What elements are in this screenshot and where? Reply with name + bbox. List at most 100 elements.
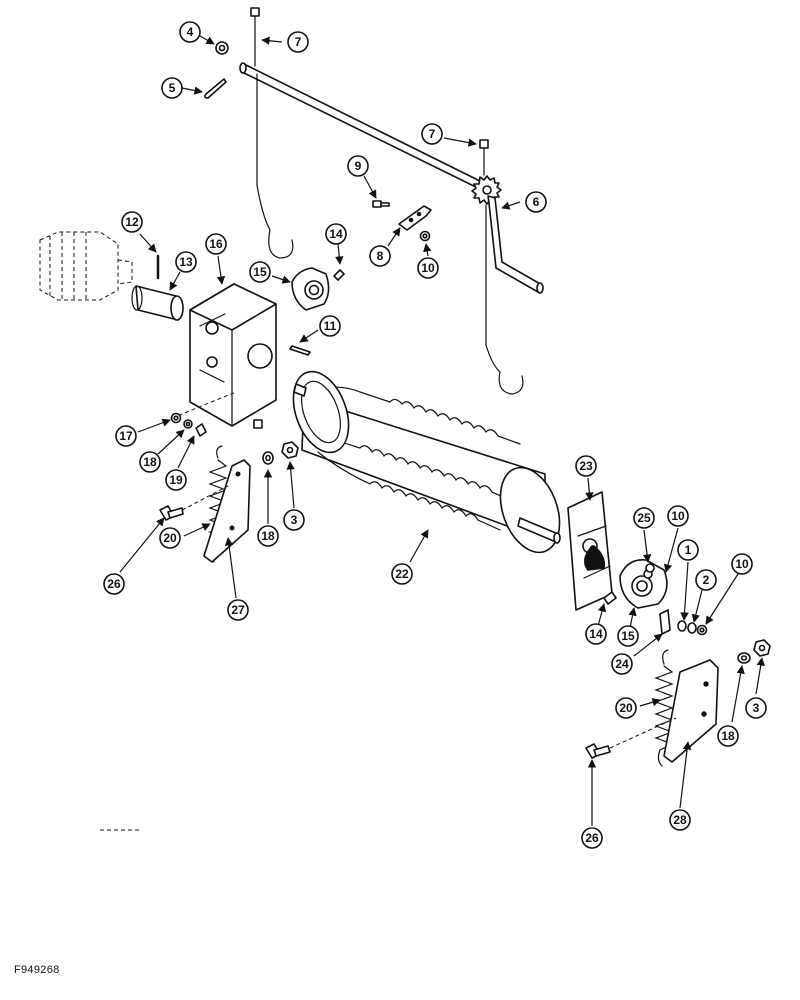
- grease-fitting-14-right: [603, 591, 617, 605]
- bearing-box-16: [189, 283, 277, 429]
- svg-text:3: 3: [291, 513, 298, 527]
- callout-19: 19: [165, 469, 187, 491]
- svg-text:15: 15: [621, 629, 635, 643]
- tension-plate-27: [203, 459, 251, 563]
- svg-text:23: 23: [579, 459, 593, 473]
- svg-text:27: 27: [231, 603, 245, 617]
- svg-text:17: 17: [119, 429, 133, 443]
- control-rod-left: [250, 7, 294, 259]
- callout-10-top: 10: [417, 257, 439, 279]
- svg-text:16: 16: [209, 237, 223, 251]
- svg-text:11: 11: [324, 319, 337, 333]
- callout-11: 11: [319, 315, 341, 337]
- callout-16: 16: [205, 233, 227, 255]
- callout-26-right: 26: [581, 827, 603, 849]
- callout-6: 6: [525, 191, 547, 213]
- callout-2: 2: [695, 569, 717, 591]
- callout-4: 4: [179, 21, 201, 43]
- auger-drum-22: [292, 370, 561, 554]
- callout-27: 27: [227, 599, 249, 621]
- svg-text:22: 22: [395, 567, 409, 581]
- svg-text:8: 8: [377, 249, 384, 263]
- callout-15-right: 15: [617, 625, 639, 647]
- washer-1: [677, 620, 687, 632]
- grease-fitting-14-left: [333, 269, 345, 281]
- flange-bearing-15-right: [619, 559, 668, 609]
- callout-7-upper: 7: [287, 31, 309, 53]
- washer-18-right: [737, 652, 751, 664]
- callout-25: 25: [633, 507, 655, 529]
- svg-text:20: 20: [163, 531, 177, 545]
- bracket-24: [659, 609, 671, 635]
- plate-23: [567, 491, 613, 611]
- svg-text:20: 20: [619, 701, 633, 715]
- callout-10-mid: 10: [667, 505, 689, 527]
- svg-text:26: 26: [585, 831, 599, 845]
- callout-20-right: 20: [615, 697, 637, 719]
- lockwasher-18-left-upper: [183, 419, 193, 429]
- svg-text:25: 25: [637, 511, 651, 525]
- lockwasher-2: [687, 622, 697, 634]
- callout-3-left: 3: [283, 509, 305, 531]
- callout-18-right: 18: [717, 725, 739, 747]
- svg-text:10: 10: [735, 557, 749, 571]
- callout-14-right: 14: [585, 623, 607, 645]
- svg-text:7: 7: [295, 35, 302, 49]
- svg-text:26: 26: [107, 577, 121, 591]
- nut-10-top: [419, 230, 431, 242]
- svg-text:2: 2: [703, 573, 710, 587]
- callout-1: 1: [677, 539, 699, 561]
- callout-7-lower: 7: [421, 123, 443, 145]
- svg-text:28: 28: [673, 813, 687, 827]
- leader-lines: [119, 35, 765, 826]
- svg-text:15: 15: [253, 265, 267, 279]
- nut-10-right: [696, 624, 708, 636]
- svg-text:19: 19: [169, 473, 183, 487]
- svg-text:13: 13: [179, 255, 193, 269]
- svg-text:18: 18: [721, 729, 735, 743]
- washer-4: [215, 41, 229, 55]
- control-rod-right: [479, 139, 524, 395]
- svg-text:10: 10: [421, 261, 435, 275]
- key-11: [289, 345, 311, 356]
- callout-14-left: 14: [325, 223, 347, 245]
- callout-18-mid: 18: [257, 525, 279, 547]
- hydraulic-motor: [39, 231, 133, 301]
- svg-text:9: 9: [355, 159, 362, 173]
- svg-text:14: 14: [329, 227, 343, 241]
- nut-3-left: [281, 441, 299, 459]
- callout-8: 8: [369, 245, 391, 267]
- svg-text:14: 14: [589, 627, 603, 641]
- callout-24: 24: [611, 653, 633, 675]
- svg-text:7: 7: [429, 127, 436, 141]
- callout-5: 5: [161, 77, 183, 99]
- cotter-pin-5: [204, 78, 227, 99]
- callout-9: 9: [347, 155, 369, 177]
- callout-3-right: 3: [745, 697, 767, 719]
- callout-23: 23: [575, 455, 597, 477]
- svg-text:3: 3: [753, 701, 760, 715]
- svg-text:1: 1: [685, 543, 692, 557]
- svg-text:5: 5: [169, 81, 176, 95]
- svg-text:18: 18: [261, 529, 275, 543]
- bolt-19: [195, 423, 207, 437]
- callout-13: 13: [175, 251, 197, 273]
- bracket-8: [398, 205, 432, 231]
- callout-28: 28: [669, 809, 691, 831]
- svg-text:4: 4: [187, 25, 194, 39]
- figure-id: F949268: [14, 964, 60, 976]
- crank-handle: [487, 195, 544, 294]
- coupler-13: [131, 285, 184, 321]
- bolt-26-right: [585, 743, 611, 759]
- svg-text:6: 6: [533, 195, 540, 209]
- callout-20-left: 20: [159, 527, 181, 549]
- callout-18-left: 18: [139, 451, 161, 473]
- nut-3-right: [753, 639, 771, 657]
- washer-17: [170, 412, 182, 424]
- spring-20-right: [654, 649, 674, 767]
- callout-17: 17: [115, 425, 137, 447]
- bolt-9: [372, 200, 390, 208]
- callout-26-left: 26: [103, 573, 125, 595]
- callout-10-right: 10: [731, 553, 753, 575]
- svg-text:18: 18: [143, 455, 157, 469]
